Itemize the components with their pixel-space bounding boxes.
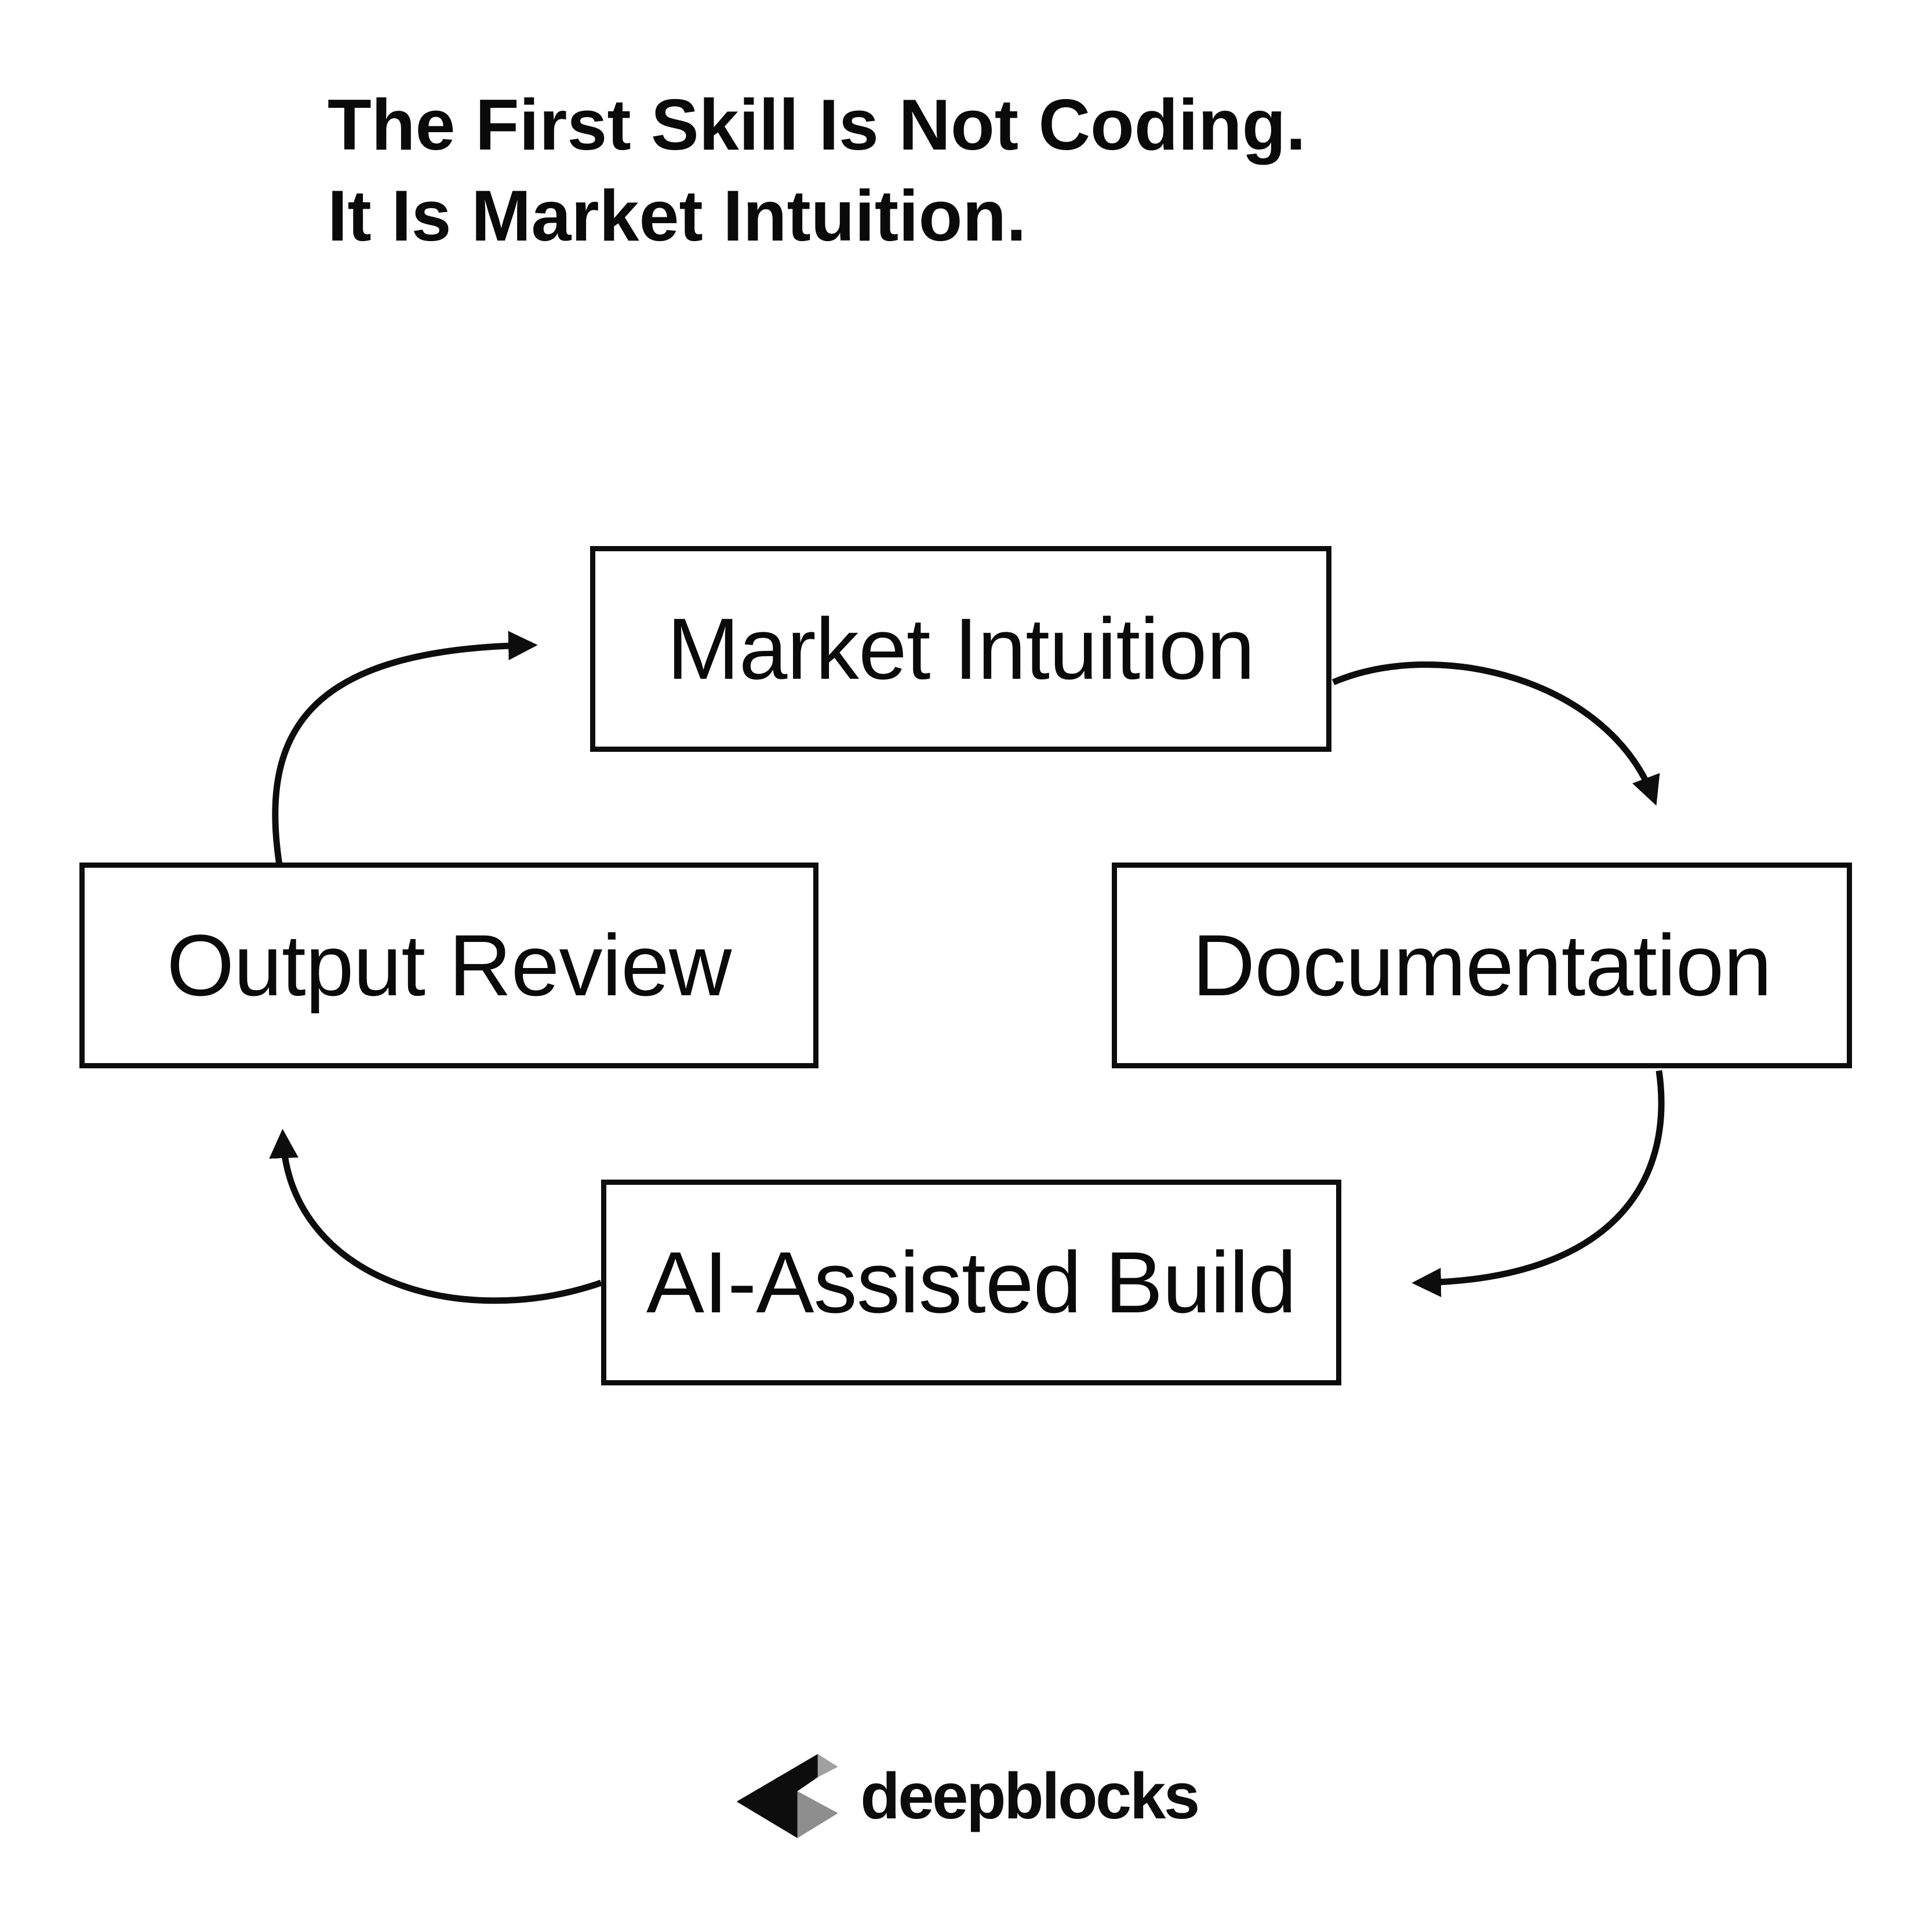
arrow-ai-assisted-build-to-output-review [269,1129,602,1304]
logo-icon-gray-top-facet [817,1754,838,1777]
logo-icon-black-chevron [736,1754,818,1838]
node-label-market-intuition: Market Intuition [667,600,1255,697]
arrow-market-intuition-to-documentation [1331,661,1660,806]
node-label-ai-assisted-build: AI-Assisted Build [646,1234,1297,1331]
node-output-review: Output Review [79,863,818,1068]
node-market-intuition: Market Intuition [590,546,1331,752]
headline-line-1: The First Skill Is Not Coding. [328,85,1306,165]
deepblocks-logo-icon [736,1754,838,1838]
node-documentation: Documentation [1112,863,1852,1068]
arrow-output-review-to-market-intuition [272,631,538,865]
headline-line-2: It Is Market Intuition. [328,176,1027,256]
headline: The First Skill Is Not Coding. It Is Mar… [328,80,1306,262]
logo-icon-gray-bottom-facet [797,1791,838,1838]
node-label-documentation: Documentation [1192,916,1772,1014]
arrow-documentation-to-ai-assisted-build [1411,1070,1665,1297]
logo-wordmark: deepblocks [860,1759,1200,1832]
logo: deepblocks [734,1752,1200,1840]
node-label-output-review: Output Review [166,916,732,1014]
node-ai-assisted-build: AI-Assisted Build [601,1180,1341,1385]
